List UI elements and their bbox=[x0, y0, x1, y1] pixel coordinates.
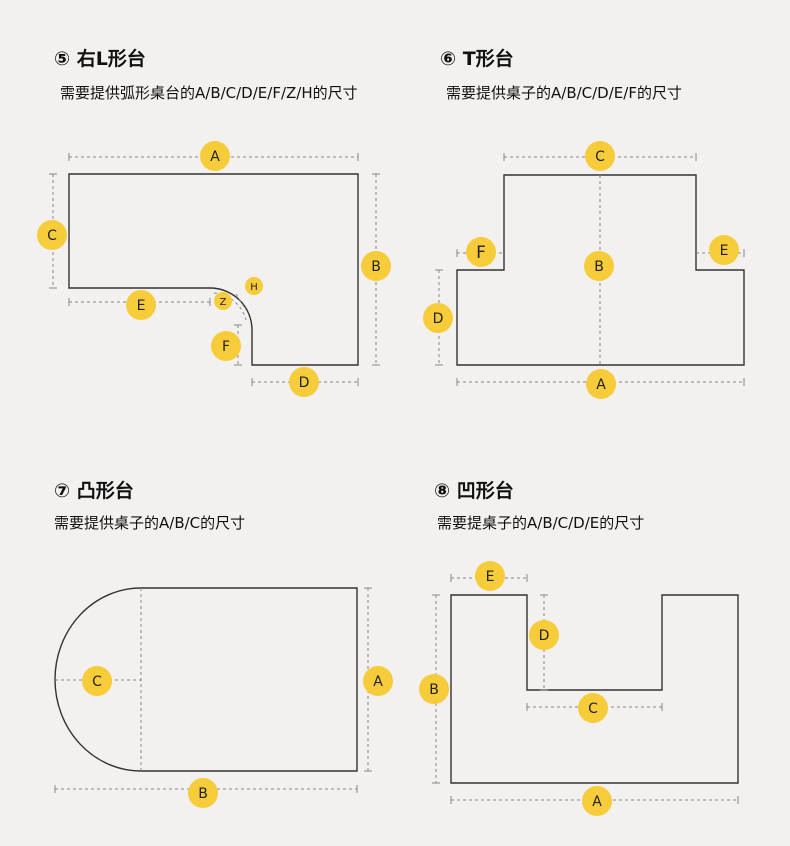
badge-e: E bbox=[475, 561, 505, 591]
panel-7-title: ⑦ 凸形台 bbox=[54, 480, 134, 502]
svg-text:E: E bbox=[486, 569, 495, 585]
svg-text:F: F bbox=[476, 243, 486, 263]
svg-text:D: D bbox=[539, 628, 550, 644]
panel-8-diagram: E D C B A bbox=[419, 561, 739, 816]
convex-table-outline bbox=[54, 587, 358, 772]
svg-text:A: A bbox=[373, 674, 383, 690]
panel-6-title: ⑥ T形台 bbox=[440, 48, 514, 70]
badge-f: F bbox=[211, 331, 241, 361]
svg-text:A: A bbox=[592, 794, 602, 810]
svg-text:B: B bbox=[594, 259, 604, 275]
badge-f: F bbox=[466, 237, 496, 267]
svg-text:F: F bbox=[222, 339, 230, 355]
svg-text:H: H bbox=[250, 282, 258, 293]
svg-text:C: C bbox=[92, 674, 102, 690]
svg-text:E: E bbox=[137, 298, 146, 314]
badge-d: D bbox=[289, 367, 319, 397]
panel-6-subtitle: 需要提供桌子的A/B/C/D/E/F的尺寸 bbox=[446, 84, 682, 102]
badge-h: H bbox=[245, 277, 263, 295]
panel-8-subtitle: 需要提桌子的A/B/C/D/E的尺寸 bbox=[437, 514, 645, 532]
panel-6-diagram: C B F E D A bbox=[423, 141, 745, 399]
svg-text:B: B bbox=[429, 682, 439, 698]
badge-b: B bbox=[188, 778, 218, 808]
panel-5-subtitle: 需要提供弧形桌台的A/B/C/D/E/F/Z/H的尺寸 bbox=[60, 84, 358, 102]
badge-a: A bbox=[582, 786, 612, 816]
concave-table-outline bbox=[450, 594, 739, 784]
svg-text:B: B bbox=[371, 259, 381, 275]
badge-a: A bbox=[200, 141, 230, 171]
badge-e: E bbox=[709, 235, 739, 265]
t-table-outline bbox=[456, 174, 745, 366]
svg-text:C: C bbox=[47, 228, 57, 244]
svg-text:A: A bbox=[596, 377, 606, 393]
badge-c: C bbox=[578, 693, 608, 723]
badge-b: B bbox=[419, 674, 449, 704]
panel-8-title: ⑧ 凹形台 bbox=[434, 480, 514, 502]
panel-7-subtitle: 需要提供桌子的A/B/C的尺寸 bbox=[54, 514, 246, 532]
svg-text:C: C bbox=[588, 701, 598, 717]
badge-b: B bbox=[584, 251, 614, 281]
panel-7-diagram: C A B bbox=[54, 587, 393, 808]
svg-text:D: D bbox=[433, 311, 444, 327]
badge-e: E bbox=[126, 290, 156, 320]
badge-d: D bbox=[423, 303, 453, 333]
svg-text:Z: Z bbox=[220, 297, 227, 308]
svg-text:A: A bbox=[210, 149, 220, 165]
svg-text:D: D bbox=[299, 375, 310, 391]
panel-5-diagram: A B C D E F Z H bbox=[37, 141, 391, 397]
right-l-table-outline bbox=[68, 173, 359, 366]
svg-text:B: B bbox=[198, 786, 208, 802]
panel-5-title: ⑤ 右L形台 bbox=[54, 48, 146, 70]
svg-text:E: E bbox=[720, 243, 729, 259]
badge-d: D bbox=[529, 620, 559, 650]
svg-text:C: C bbox=[595, 149, 605, 165]
badge-a: A bbox=[586, 369, 616, 399]
badge-a: A bbox=[363, 666, 393, 696]
badge-c: C bbox=[82, 666, 112, 696]
badge-c: C bbox=[585, 141, 615, 171]
badge-c: C bbox=[37, 220, 67, 250]
badge-b: B bbox=[361, 251, 391, 281]
badge-z: Z bbox=[214, 292, 232, 310]
